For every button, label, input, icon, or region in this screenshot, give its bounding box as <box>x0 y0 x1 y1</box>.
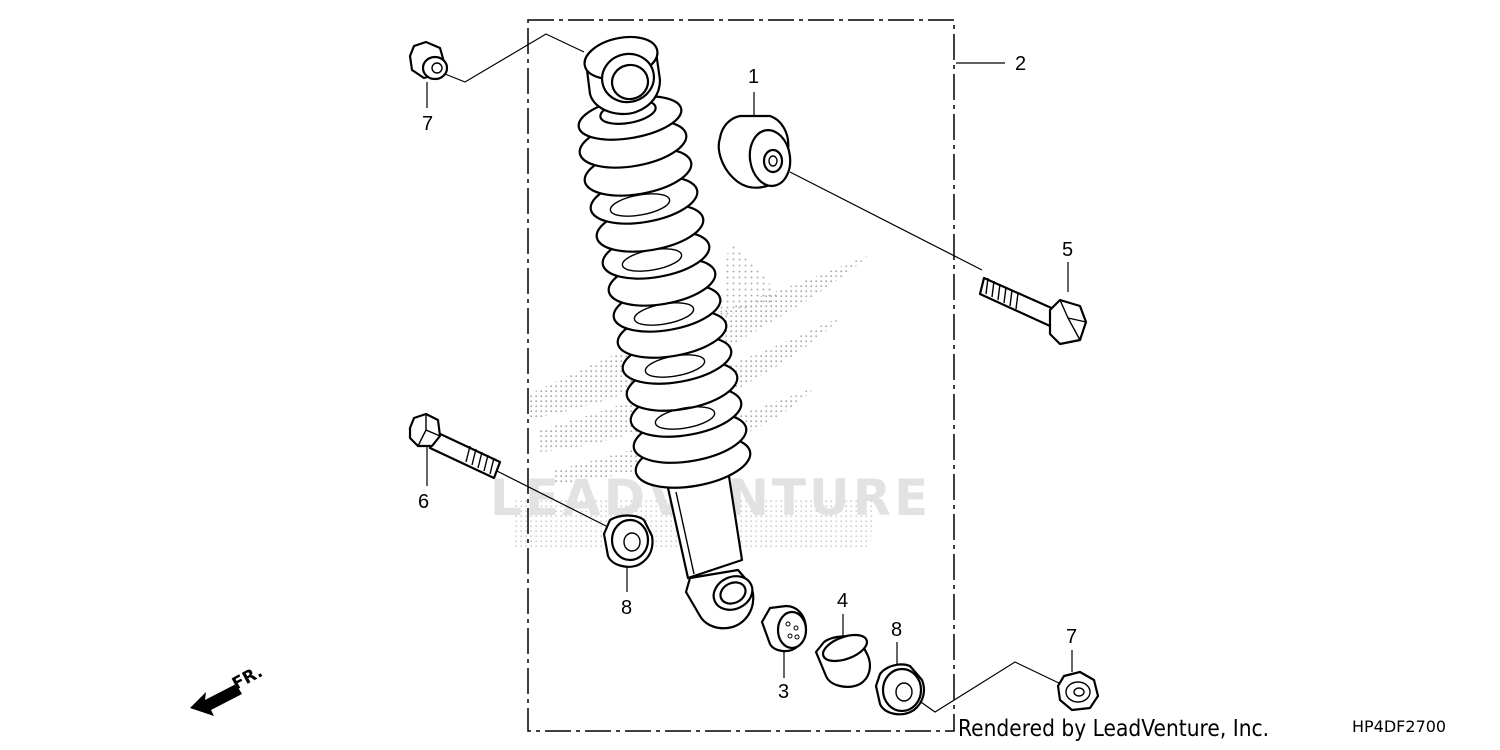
callout-8-left: 8 <box>621 597 632 619</box>
collar-part-8-left <box>602 514 654 568</box>
callout-4: 4 <box>837 590 848 612</box>
callout-5: 5 <box>1062 239 1073 261</box>
callout-7-bottom: 7 <box>1066 626 1077 648</box>
callout-1: 1 <box>748 66 759 88</box>
bushing-part-1 <box>717 114 792 189</box>
nut-part-7-bottom <box>1056 670 1100 712</box>
bearing-part-3 <box>760 604 808 653</box>
callout-7-top: 7 <box>422 113 433 135</box>
diagram-code: HP4DF2700 <box>1352 717 1447 736</box>
upper-eye <box>583 35 662 116</box>
callout-3: 3 <box>778 681 789 703</box>
bolt-part-5 <box>978 276 1088 346</box>
nut-part-7-top <box>408 40 449 81</box>
assembly-box <box>527 19 955 732</box>
shock-absorber <box>577 35 755 630</box>
callout-6: 6 <box>418 491 429 513</box>
bolt-part-6 <box>408 412 502 480</box>
coil-spring <box>577 95 752 489</box>
front-direction-arrow: FR. <box>190 662 266 716</box>
spacer-part-4 <box>814 633 871 688</box>
render-credit: Rendered by LeadVenture, Inc. <box>958 716 1270 742</box>
collar-part-8-right <box>874 663 925 716</box>
callout-8-right: 8 <box>891 619 902 641</box>
callout-2: 2 <box>1015 53 1026 75</box>
